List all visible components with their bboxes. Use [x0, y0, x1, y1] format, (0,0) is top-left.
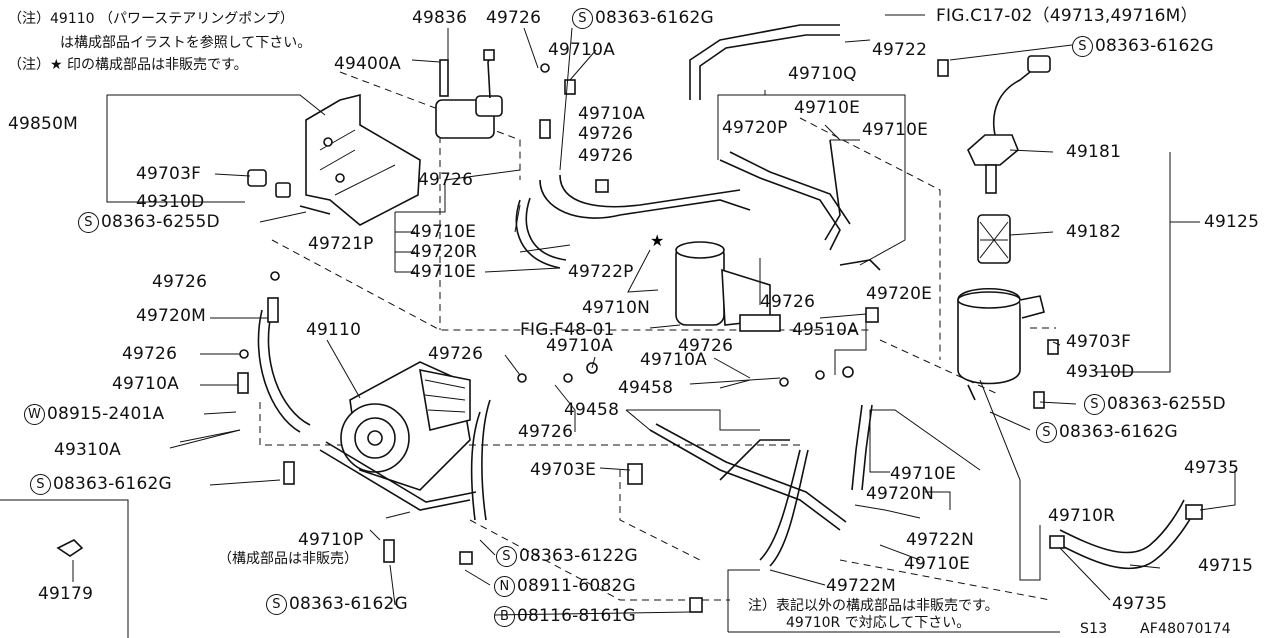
- label-49726: 49726: [486, 8, 542, 28]
- steering-gear-icon: [675, 241, 781, 332]
- label-49710a-5: 49710A: [112, 374, 179, 394]
- label-49710e-3: 49710E: [410, 222, 477, 242]
- label-49710a: 49710A: [548, 40, 615, 60]
- diagram-code-s13: S13: [1080, 621, 1108, 637]
- label-49703f-2: 49703F: [1066, 332, 1132, 352]
- label-49721p: 49721P: [308, 234, 374, 254]
- s-prefix-icon: S: [1084, 394, 1105, 415]
- label-49715: 49715: [1198, 556, 1254, 576]
- label-49310a: 49310A: [54, 440, 121, 460]
- label-49179: 49179: [38, 584, 94, 604]
- star-mark-icon: ★: [650, 231, 664, 250]
- label-49710a-4: 49710A: [640, 350, 707, 370]
- note-pump-line1: （注）49110 （パワーステアリングポンプ）: [8, 11, 294, 27]
- s-prefix-icon: S: [1072, 36, 1093, 57]
- label-49110: 49110: [306, 320, 362, 340]
- note-bottom-line1: 注）表記以外の構成部品は非販売です。: [748, 598, 999, 614]
- label-49726-9: 49726: [678, 336, 734, 356]
- label-49710e-2: 49710E: [862, 120, 929, 140]
- label-49710q: 49710Q: [788, 64, 857, 84]
- label-fig-c17: FIG.C17-02（49713,49716M）: [936, 6, 1198, 26]
- label-49726-3: 49726: [578, 146, 634, 166]
- note-star-line: （注）★ 印の構成部品は非販売です。: [8, 57, 248, 73]
- label-49726-5: 49726: [152, 272, 208, 292]
- label-49710n: 49710N: [582, 298, 650, 318]
- label-49703f: 49703F: [136, 164, 202, 184]
- hose-lines: [257, 24, 1196, 570]
- s-prefix-icon: S: [572, 8, 593, 29]
- label-49726-10: 49726: [518, 422, 574, 442]
- label-49720n: 49720N: [866, 484, 934, 504]
- label-49850m: 49850M: [8, 114, 78, 134]
- label-49710e-4: 49710E: [410, 262, 477, 282]
- label-49710r: 49710R: [1048, 506, 1116, 526]
- s-prefix-icon: S: [78, 212, 99, 233]
- label-49722n: 49722N: [906, 530, 974, 550]
- power-steering-pump-icon: [340, 361, 471, 491]
- label-49703e: 49703E: [530, 460, 597, 480]
- label-49735: 49735: [1184, 458, 1240, 478]
- leader-lines: [0, 14, 1236, 638]
- note-pump-line2: は構成部品イラストを参照して下さい。: [60, 35, 312, 51]
- b-prefix-icon: B: [494, 606, 515, 627]
- label-fig-f48: FIG.F48-01: [520, 320, 615, 340]
- label-49722: 49722: [872, 40, 928, 60]
- label-49125: 49125: [1204, 212, 1260, 232]
- label-49726-7: 49726: [122, 344, 178, 364]
- label-49710a-2: 49710A: [578, 104, 645, 124]
- label-49710e: 49710E: [794, 98, 861, 118]
- label-49710e-5: 49710E: [890, 464, 957, 484]
- reservoir-tank-icon: [957, 55, 1051, 401]
- label-49726-4: 49726: [418, 170, 474, 190]
- label-49726-8: 49726: [428, 344, 484, 364]
- fasteners: [56, 59, 1203, 613]
- label-49710p: 49710P: [298, 530, 364, 550]
- label-49182: 49182: [1066, 222, 1122, 242]
- label-49181: 49181: [1066, 142, 1122, 162]
- label-49722p: 49722P: [568, 262, 634, 282]
- pressure-switch-icon: [435, 49, 503, 139]
- s-prefix-icon: S: [30, 474, 51, 495]
- label-49726-6: 49726: [760, 292, 816, 312]
- label-49726-2: 49726: [578, 124, 634, 144]
- label-49400a: 49400A: [334, 54, 401, 74]
- w-prefix-icon: W: [24, 404, 45, 425]
- s-prefix-icon: S: [266, 594, 287, 615]
- label-49720p: 49720P: [722, 118, 788, 138]
- n-prefix-icon: N: [494, 576, 515, 597]
- label-49836: 49836: [412, 8, 468, 28]
- label-49722m: 49722M: [826, 576, 896, 596]
- label-49510a: 49510A: [792, 320, 859, 340]
- label-49458: 49458: [618, 378, 674, 398]
- diagram-code-af: AF48070174: [1140, 621, 1231, 637]
- label-49458-2: 49458: [564, 400, 620, 420]
- label-49720m: 49720M: [136, 306, 206, 326]
- note-49710p-sub: （構成部品は非販売）: [218, 551, 358, 567]
- label-49310d-2: 49310D: [1066, 362, 1135, 382]
- label-49720e: 49720E: [866, 284, 933, 304]
- note-bottom-line2: 49710R で対応して下さい。: [786, 615, 971, 631]
- pump-bracket-icon: [305, 93, 421, 226]
- label-49735-2: 49735: [1112, 594, 1168, 614]
- s-prefix-icon: S: [1036, 422, 1057, 443]
- s-prefix-icon: S: [496, 546, 517, 567]
- label-49720r: 49720R: [410, 242, 478, 262]
- label-49710e-6: 49710E: [904, 554, 971, 574]
- label-49710a-3: 49710A: [546, 336, 613, 356]
- label-49310d: 49310D: [136, 192, 205, 212]
